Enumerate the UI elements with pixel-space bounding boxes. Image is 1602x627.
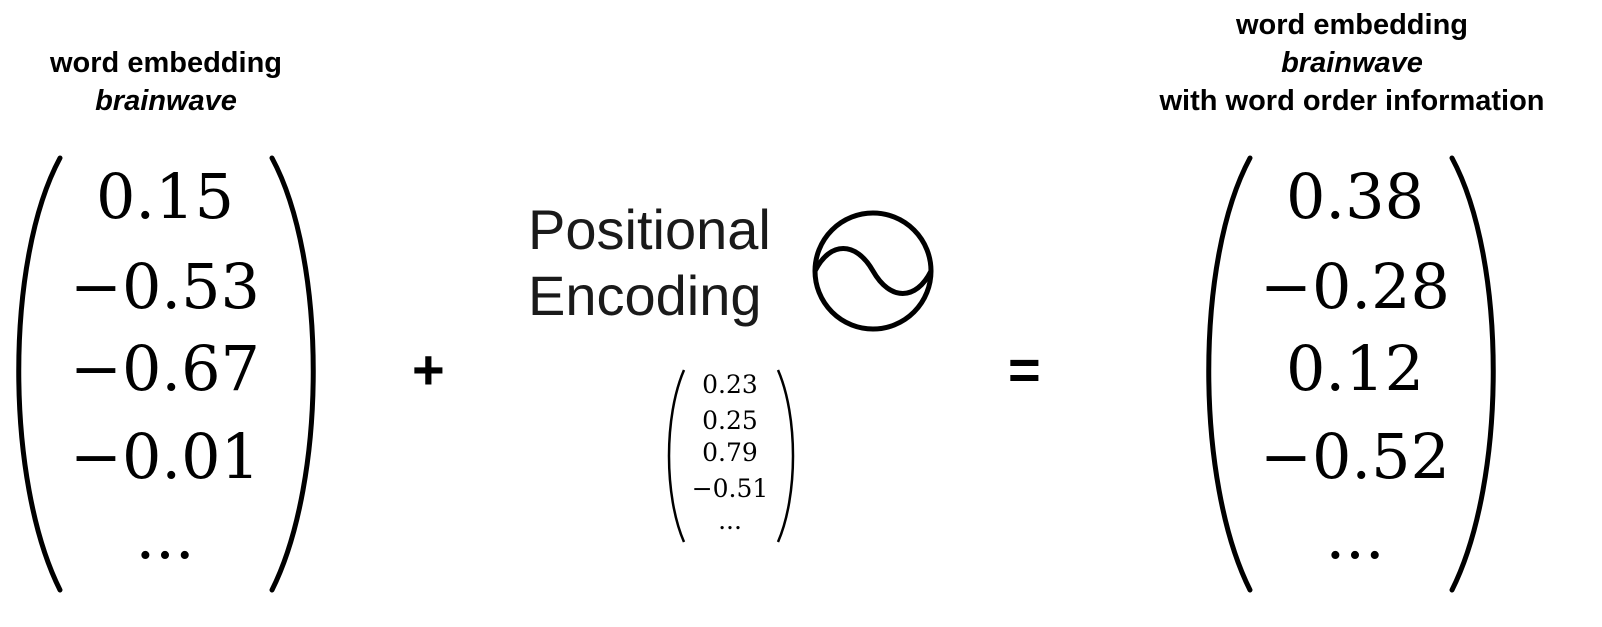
- right-value-1: 0.38: [1285, 160, 1425, 233]
- right-title-line1: word embedding: [1236, 9, 1468, 41]
- right-title-line3: with word order information: [1159, 85, 1545, 117]
- positional-encoding-vector: 0.23 0.25 0.79 −0.51 ...: [682, 366, 778, 546]
- right-title-line2: brainwave: [1281, 47, 1423, 79]
- pe-value-2: 0.25: [702, 406, 758, 435]
- left-title-line1: word embedding: [50, 47, 282, 79]
- right-value-5: ...: [1325, 500, 1385, 573]
- positional-encoding-vector-brackets: [667, 369, 795, 543]
- positional-encoding-line2: Encoding: [528, 264, 762, 327]
- right-vector-title: word embedding brainwave with word order…: [1132, 6, 1572, 120]
- left-title-line2: brainwave: [95, 85, 237, 117]
- positional-encoding-label: Positional Encoding: [528, 197, 771, 329]
- right-vector-brackets: [1206, 155, 1496, 593]
- left-vector-brackets: [16, 155, 316, 593]
- left-value-1: 0.15: [95, 160, 235, 233]
- plus-sign: +: [412, 338, 445, 401]
- left-value-5: ...: [135, 500, 195, 573]
- right-vector: 0.38 −0.28 0.12 −0.52 ...: [1240, 150, 1470, 600]
- pe-value-4: −0.51: [691, 474, 769, 503]
- left-value-4: −0.01: [70, 420, 260, 493]
- left-value-2: −0.53: [70, 250, 260, 323]
- left-vector-title: word embedding brainwave: [16, 44, 316, 120]
- left-value-3: −0.67: [70, 332, 260, 405]
- positional-encoding-line1: Positional: [528, 198, 771, 261]
- pe-value-3: 0.79: [702, 438, 758, 467]
- right-value-3: 0.12: [1285, 332, 1425, 405]
- left-vector: 0.15 −0.53 −0.67 −0.01 ...: [50, 150, 280, 600]
- pe-value-1: 0.23: [702, 370, 758, 399]
- equals-sign: =: [1008, 338, 1041, 401]
- pe-value-5: ...: [718, 506, 742, 535]
- sine-circle-icon: [812, 210, 934, 332]
- right-value-2: −0.28: [1260, 250, 1450, 323]
- right-value-4: −0.52: [1260, 420, 1450, 493]
